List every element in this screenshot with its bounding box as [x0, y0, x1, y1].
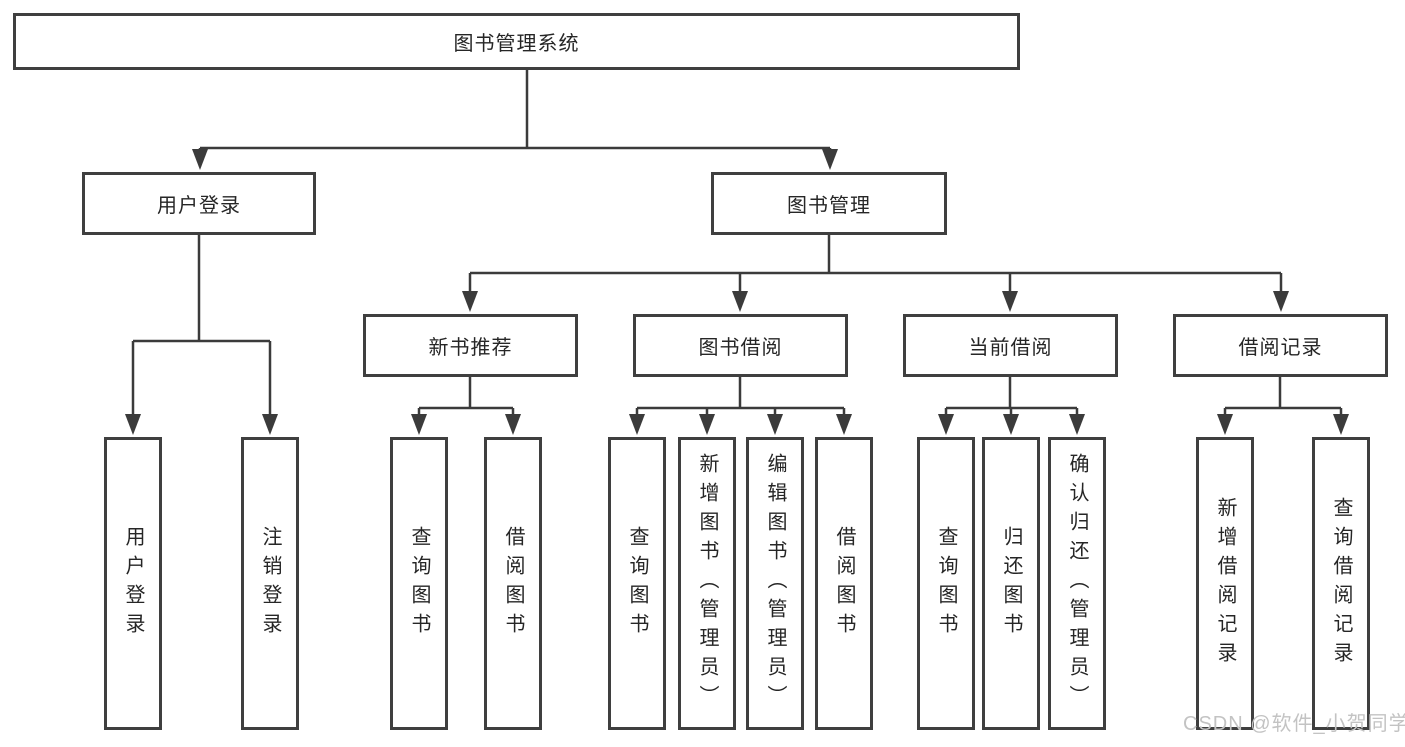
node-label: 借阅图书 [833, 525, 855, 642]
node-label: 用户登录 [122, 525, 144, 642]
node-book-management: 图书管理 [711, 172, 947, 235]
leaf-borrow-books: 借阅图书 [815, 437, 873, 730]
node-label: 查询图书 [935, 525, 957, 642]
node-label: 图书管理系统 [453, 33, 580, 55]
edge-user-login-children [125, 235, 278, 435]
node-borrow-records: 借阅记录 [1173, 314, 1388, 377]
node-label: 借阅记录 [1238, 337, 1323, 359]
node-label: 新书推荐 [428, 337, 513, 359]
leaf-logout: 注销登录 [241, 437, 299, 730]
node-label: 查询图书 [626, 525, 648, 642]
node-new-book-recommend: 新书推荐 [363, 314, 578, 377]
node-label: 当前借阅 [968, 337, 1053, 359]
edge-new-book-recommend-children [411, 377, 521, 435]
node-label: 查询图书 [408, 525, 430, 642]
edge-borrow-records-children [1217, 377, 1349, 435]
node-current-borrow: 当前借阅 [903, 314, 1118, 377]
leaf-user-login: 用户登录 [104, 437, 162, 730]
node-label: 查询借阅记录 [1330, 496, 1352, 671]
edge-current-borrow-children [938, 377, 1085, 435]
node-label: 用户登录 [157, 195, 241, 217]
leaf-return-books: 归还图书 [982, 437, 1040, 730]
csdn-watermark: CSDN @软件_小贺同学 [1183, 713, 1405, 735]
node-label: 注销登录 [259, 525, 281, 642]
leaf-query-borrow-record: 查询借阅记录 [1312, 437, 1370, 730]
node-book-borrow: 图书借阅 [633, 314, 848, 377]
node-label: 新增借阅记录 [1214, 496, 1236, 671]
leaf-borrow-books-recommend: 借阅图书 [484, 437, 542, 730]
leaf-confirm-return-admin: 确认归还（管理员） [1048, 437, 1106, 730]
node-label: 归还图书 [1000, 525, 1022, 642]
leaf-edit-books-admin: 编辑图书（管理员） [746, 437, 804, 730]
leaf-query-books-recommend: 查询图书 [390, 437, 448, 730]
node-label: 图书管理 [787, 195, 871, 217]
leaf-add-borrow-record: 新增借阅记录 [1196, 437, 1254, 730]
leaf-add-books-admin: 新增图书（管理员） [678, 437, 736, 730]
node-label: 编辑图书（管理员） [764, 453, 786, 714]
node-label: 确认归还（管理员） [1066, 453, 1088, 714]
node-label: 图书借阅 [698, 337, 783, 359]
edge-book-management-children [462, 235, 1289, 312]
node-user-login: 用户登录 [82, 172, 316, 235]
edge-book-borrow-children [629, 377, 852, 435]
node-label: 新增图书（管理员） [696, 453, 718, 714]
node-library-management-system: 图书管理系统 [13, 13, 1020, 70]
edge-root-to-level2 [192, 70, 838, 170]
node-label: 借阅图书 [502, 525, 524, 642]
leaf-query-books-borrow: 查询图书 [608, 437, 666, 730]
leaf-query-books-current: 查询图书 [917, 437, 975, 730]
